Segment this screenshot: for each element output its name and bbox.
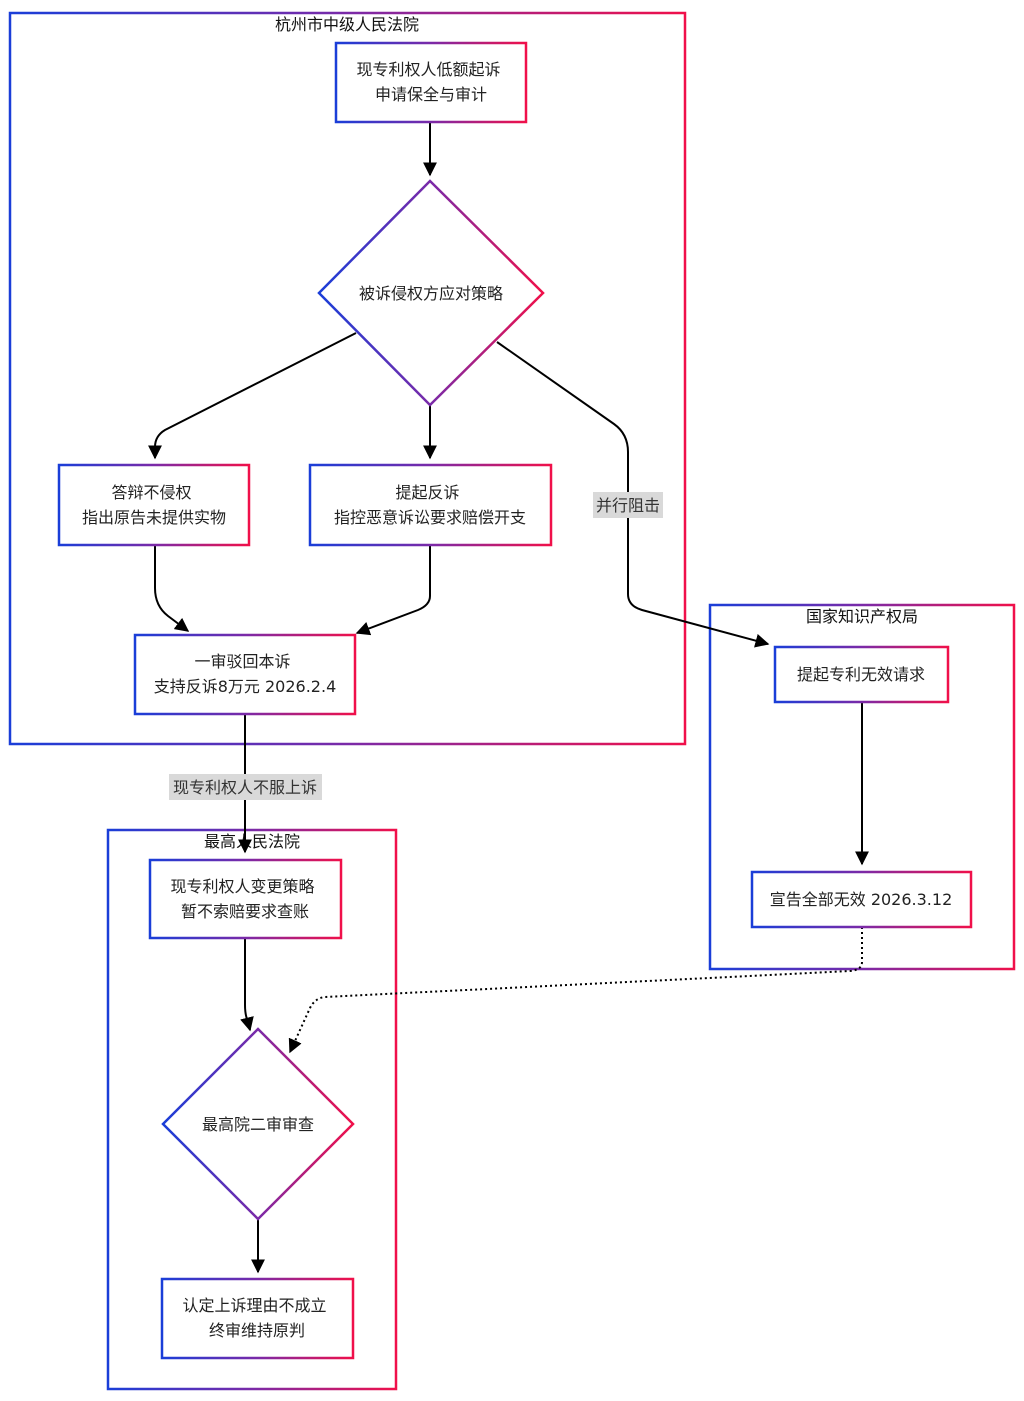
node-n6-text: 宣告全部无效 2026.3.12 xyxy=(770,890,953,909)
node-n5-text: 提起专利无效请求 xyxy=(797,665,925,684)
edge-label-parallel: 并行阻击 xyxy=(593,492,663,518)
group-supreme-court: 最高人民法院 xyxy=(106,828,398,1391)
decision-d2: 最高院二审审查 xyxy=(161,1027,355,1221)
node-n1-line-2: 申请保全与审计 xyxy=(375,85,487,104)
group-cnipa: 国家知识产权局 xyxy=(708,603,1016,971)
node-n2: 答辩不侵权 指出原告未提供实物 xyxy=(57,463,251,547)
node-n7-line-1: 现专利权人变更策略 xyxy=(170,877,314,896)
node-n7: 现专利权人变更策略 暂不索赔要求查账 xyxy=(148,858,343,940)
group-title-hangzhou: 杭州市中级人民法院 xyxy=(275,15,419,34)
svg-text:现专利权人变更策略 暂不索赔要求查账: 现专利权人变更策略 暂不索赔要求查账 xyxy=(170,877,319,921)
edge-n7-to-d2 xyxy=(240,938,254,1032)
edge-d1-to-n5 xyxy=(496,341,770,648)
node-n2-line-1: 答辩不侵权 xyxy=(111,483,191,502)
node-n4-line-2: 支持反诉8万元 2026.2.4 xyxy=(154,677,337,696)
svg-text:答辩不侵权 指出原告未提供实物: 答辩不侵权 指出原告未提供实物 xyxy=(82,483,226,527)
node-n6: 宣告全部无效 2026.3.12 xyxy=(750,870,973,929)
edge-n2-to-n4 xyxy=(154,545,190,632)
node-n8-line-1: 认定上诉理由不成立 xyxy=(182,1296,326,1315)
node-n1-line-1: 现专利权人低额起诉 xyxy=(356,60,500,79)
svg-text:提起反诉 指控恶意诉讼要求赔偿开支: 提起反诉 指控恶意诉讼要求赔偿开支 xyxy=(334,483,526,527)
node-n3-line-1: 提起反诉 xyxy=(395,483,459,502)
group-title-cnipa: 国家知识产权局 xyxy=(806,607,918,626)
decision-d1: 被诉侵权方应对策略 xyxy=(317,179,545,407)
node-n4: 一审驳回本诉 支持反诉8万元 2026.2.4 xyxy=(133,633,357,716)
edge-n3-to-n4 xyxy=(355,545,431,636)
group-title-supreme: 最高人民法院 xyxy=(204,832,300,851)
node-n7-line-2: 暂不索赔要求查账 xyxy=(181,902,309,921)
edge-label-parallel-text: 并行阻击 xyxy=(596,496,660,515)
svg-text:一审驳回本诉 支持反诉8万元 2026.2.4: 一审驳回本诉 支持反诉8万元 2026.2.4 xyxy=(154,652,337,696)
edge-label-appeal: 现专利权人不服上诉 xyxy=(169,774,322,800)
group-hangzhou-court: 杭州市中级人民法院 xyxy=(8,11,687,746)
edge-d1-to-n2 xyxy=(148,332,357,460)
svg-text:现专利权人低额起诉 申请保全与审计: 现专利权人低额起诉 申请保全与审计 xyxy=(356,60,505,104)
svg-text:认定上诉理由不成立 终审维持原判: 认定上诉理由不成立 终审维持原判 xyxy=(182,1296,331,1340)
node-n2-line-2: 指出原告未提供实物 xyxy=(82,508,226,527)
node-n1: 现专利权人低额起诉 申请保全与审计 xyxy=(334,41,528,124)
decision-d2-text: 最高院二审审查 xyxy=(202,1115,314,1134)
node-n3: 提起反诉 指控恶意诉讼要求赔偿开支 xyxy=(308,463,553,547)
decision-d1-text: 被诉侵权方应对策略 xyxy=(359,284,503,303)
node-n4-line-1: 一审驳回本诉 xyxy=(194,652,290,671)
node-n3-line-2: 指控恶意诉讼要求赔偿开支 xyxy=(334,508,526,527)
node-n8: 认定上诉理由不成立 终审维持原判 xyxy=(160,1277,355,1360)
node-n8-line-2: 终审维持原判 xyxy=(209,1321,305,1340)
edge-label-appeal-text: 现专利权人不服上诉 xyxy=(173,778,317,797)
edge-n6-to-d2-dotted xyxy=(288,927,863,1054)
node-n5: 提起专利无效请求 xyxy=(773,645,950,704)
